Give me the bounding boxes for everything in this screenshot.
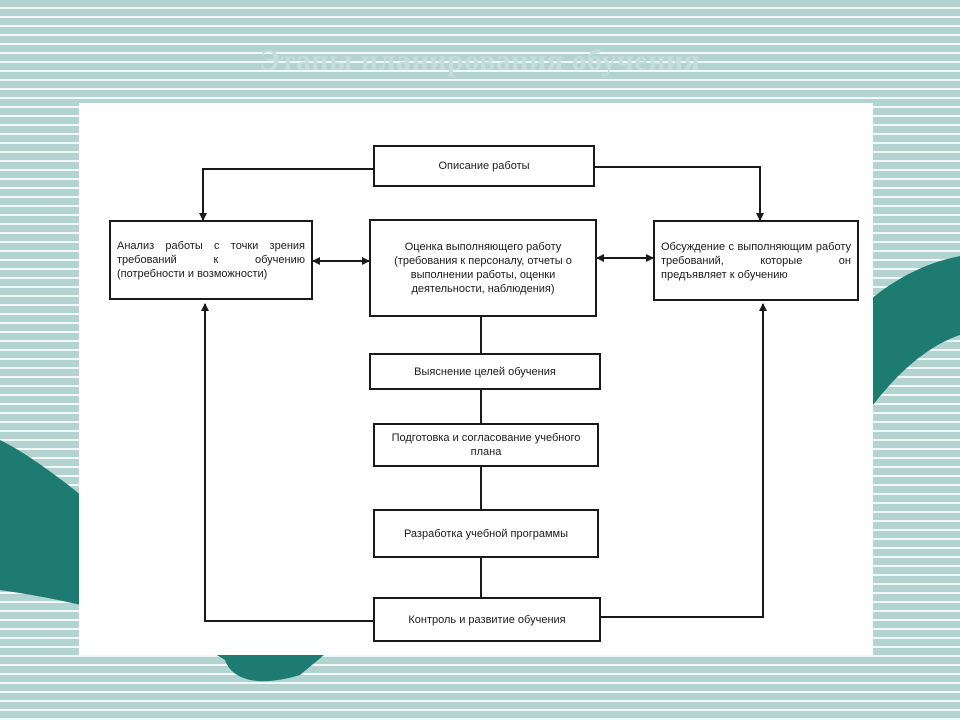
box-program-development: Разработка учебной программы (373, 509, 599, 558)
box-control-development-text: Контроль и развитие обучения (408, 613, 566, 626)
arrow-description-to-analysis (199, 168, 373, 221)
box-plan-preparation-text: Подготовка и согласование учебного плана (391, 432, 581, 458)
diagram-panel: Описание работы Анализ работы с точки зр… (79, 103, 873, 655)
arrow-control-to-discussion (601, 303, 767, 618)
box-training-goals-text: Выяснение целей обучения (414, 365, 556, 378)
box-job-analysis: Анализ работы с точки зрения требований … (109, 220, 313, 300)
box-program-development-text: Разработка учебной программы (403, 527, 569, 540)
box-training-goals: Выяснение целей обучения (369, 353, 601, 390)
box-performer-assessment: Оценка выполняющего работу (требования к… (369, 219, 597, 317)
diagram-connectors (199, 166, 767, 622)
box-job-description: Описание работы (373, 145, 595, 187)
box-control-development: Контроль и развитие обучения (373, 597, 601, 642)
right-swoosh (870, 256, 960, 405)
box-plan-preparation: Подготовка и согласование учебного плана (373, 423, 599, 467)
box-job-analysis-text: Анализ работы с точки зрения требований … (117, 240, 305, 280)
box-performer-assessment-text: Оценка выполняющего работу (требования к… (394, 241, 572, 295)
slide-title: Этапы планирования обучения (259, 44, 701, 77)
arrow-description-to-discussion (594, 166, 764, 221)
box-discussion-text: Обсуждение с выполняющим работу требован… (661, 240, 851, 281)
box-job-description-text: Описание работы (438, 160, 530, 172)
box-discussion: Обсуждение с выполняющим работу требован… (653, 220, 859, 301)
arrow-control-to-analysis (201, 303, 373, 622)
